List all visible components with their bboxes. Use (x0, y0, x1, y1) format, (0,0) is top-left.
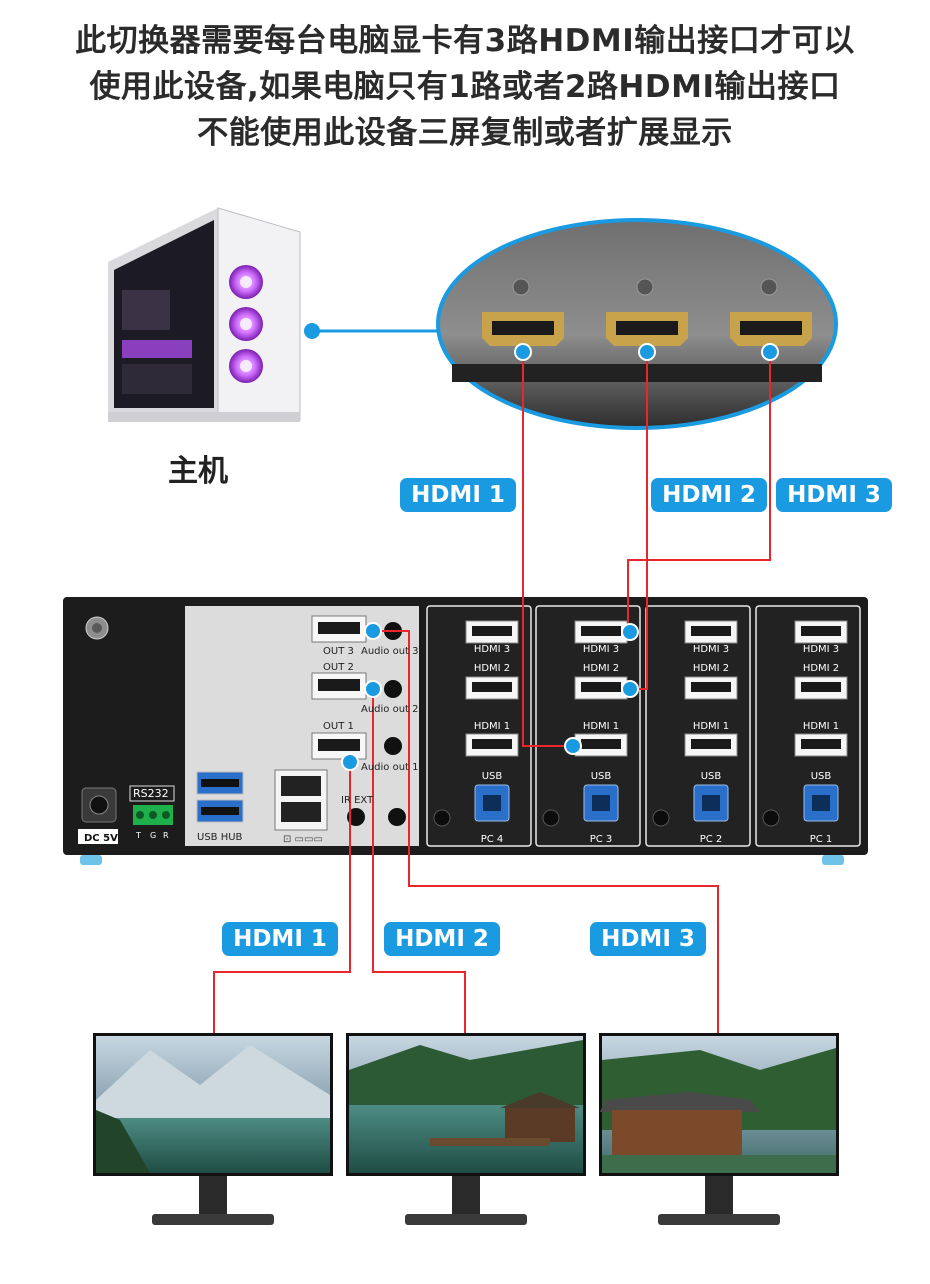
pc-port-hdmi-3-label: HDMI 3 (583, 644, 619, 655)
connection-dots (341, 343, 779, 771)
pc-port-hdmi-1-label: HDMI 1 (803, 721, 839, 732)
pc-port-usb-label: USB (811, 771, 832, 782)
out3-label: OUT 3 (323, 646, 354, 657)
pc-port-hdmi-1-label: HDMI 1 (693, 721, 729, 732)
out1-label: OUT 1 (323, 721, 354, 732)
audio-out3-label: Audio out 3 (361, 646, 419, 657)
host-label: 主机 (168, 454, 228, 489)
monitor-3 (599, 1033, 839, 1225)
monitors (93, 1033, 839, 1225)
pc-port-usb-label: USB (591, 771, 612, 782)
rs232-pin-t: T (135, 831, 141, 840)
cable-label-bottom-hdmi-2: HDMI 2 (384, 922, 500, 956)
pc-name-label: PC 1 (810, 834, 833, 845)
rs232-label: RS232 (133, 787, 169, 800)
dc-label: DC 5V (84, 833, 118, 844)
pc-name-label: PC 3 (590, 834, 613, 845)
pc-name-label: PC 2 (700, 834, 723, 845)
cable-label-top-hdmi-3: HDMI 3 (776, 478, 892, 512)
pc-panel-2: HDMI 3 HDMI 2 HDMI 1 USB PC 2 (645, 605, 751, 847)
pc-port-hdmi-2-label: HDMI 2 (474, 663, 510, 674)
headline-line-1: 此切换器需要每台电脑显卡有3路HDMI输出接口才可以 (75, 23, 855, 59)
pc-name-label: PC 4 (481, 834, 504, 845)
cable-label-bottom-hdmi-1: HDMI 1 (222, 922, 338, 956)
headline-line-2: 使用此设备,如果电脑只有1路或者2路HDMI输出接口 (89, 69, 841, 105)
host-connector-dot (304, 323, 320, 339)
cable-label-top-hdmi-2: HDMI 2 (651, 478, 767, 512)
rs232-pin-r: R (163, 831, 169, 840)
gpu-ports-zoom (436, 218, 838, 430)
pc-panel-3: HDMI 3 HDMI 2 HDMI 1 USB PC 3 (535, 605, 641, 847)
monitor-2 (346, 1033, 586, 1225)
host-pc-image (108, 207, 301, 422)
pc-port-usb-label: USB (701, 771, 722, 782)
pc-panel-1: HDMI 3 HDMI 2 HDMI 1 USB PC 1 (755, 605, 861, 847)
cable-label-top-hdmi-1: HDMI 1 (400, 478, 516, 512)
pc-port-hdmi-3-label: HDMI 3 (693, 644, 729, 655)
out2-label: OUT 2 (323, 662, 354, 673)
monitor-1 (93, 1033, 333, 1225)
ir-ext-label: IR EXT (341, 795, 374, 806)
usb-hub-label: USB HUB (197, 832, 243, 843)
pc-port-hdmi-3-label: HDMI 3 (803, 644, 839, 655)
headline-line-3: 不能使用此设备三屏复制或者扩展显示 (197, 115, 733, 151)
audio-out2-label: Audio out 2 (361, 704, 419, 715)
cable-label-bottom-hdmi-3: HDMI 3 (590, 922, 706, 956)
rs232-pin-g: G (150, 831, 156, 840)
pc-port-hdmi-3-label: HDMI 3 (474, 644, 510, 655)
pc-port-hdmi-2-label: HDMI 2 (803, 663, 839, 674)
pc-panel-4: HDMI 3 HDMI 2 HDMI 1 USB PC 4 (426, 605, 532, 847)
audio-out1-label: Audio out 1 (361, 762, 419, 773)
headline: 此切换器需要每台电脑显卡有3路HDMI输出接口才可以 使用此设备,如果电脑只有1… (0, 18, 930, 156)
pc-port-hdmi-1-label: HDMI 1 (474, 721, 510, 732)
device-labels: DC 5V RS232 T G R USB HUB OUT 3 OUT 2 OU… (84, 646, 419, 844)
pc-port-hdmi-1-label: HDMI 1 (583, 721, 619, 732)
pc-port-hdmi-2-label: HDMI 2 (693, 663, 729, 674)
svg-text:⊡ ▭▭▭: ⊡ ▭▭▭ (283, 834, 323, 845)
pc-port-hdmi-2-label: HDMI 2 (583, 663, 619, 674)
pc-port-usb-label: USB (482, 771, 503, 782)
